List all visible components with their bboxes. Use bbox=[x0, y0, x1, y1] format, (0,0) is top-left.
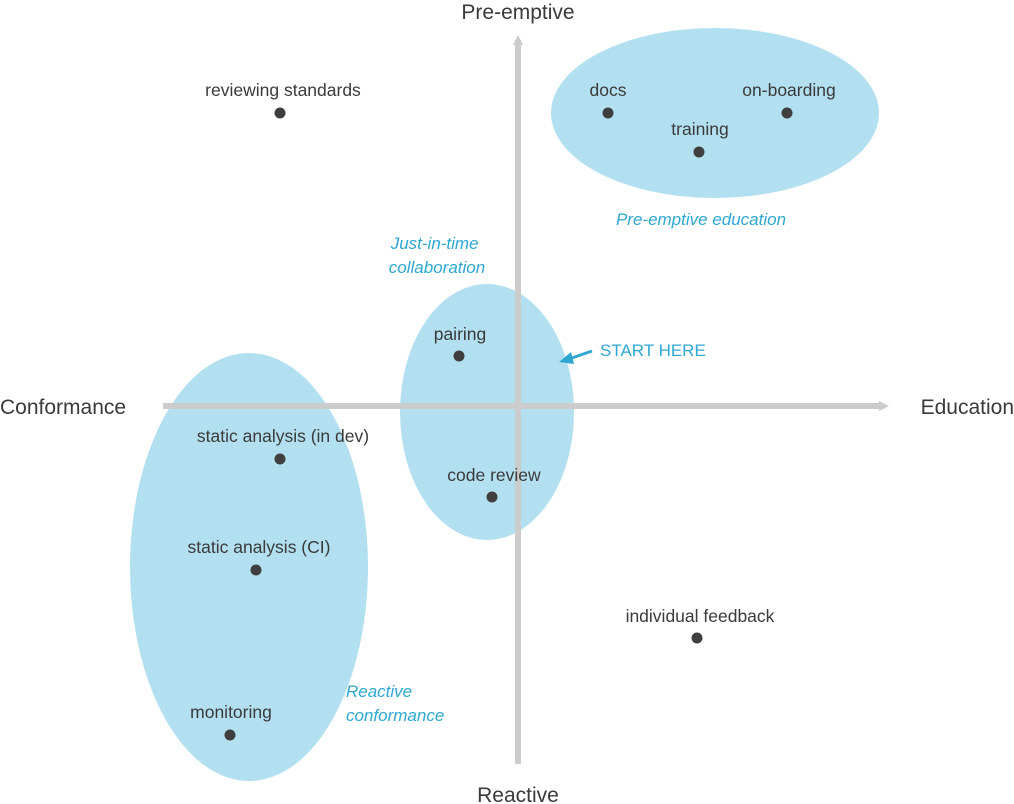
point-dot-static-analysis-ci bbox=[250, 564, 262, 576]
point-label-static-analysis-dev: static analysis (in dev) bbox=[197, 426, 369, 446]
point-dot-static-analysis-dev bbox=[274, 453, 286, 465]
point-dot-on-boarding bbox=[781, 107, 793, 119]
point-dot-code-review bbox=[486, 491, 498, 503]
point-label-docs: docs bbox=[590, 80, 627, 100]
point-dot-reviewing-standards bbox=[274, 107, 286, 119]
ellipse-reactive-conformance bbox=[130, 353, 368, 781]
point-label-on-boarding: on-boarding bbox=[742, 80, 835, 100]
axis-label-right: Education bbox=[921, 396, 1014, 419]
arrow-pointer-icon bbox=[559, 349, 593, 364]
group-ellipses bbox=[130, 28, 879, 781]
point-dot-docs bbox=[602, 107, 614, 119]
point-labels: reviewing standards docs on-boarding tra… bbox=[188, 80, 836, 722]
ellipse-pre-emptive-education bbox=[551, 28, 879, 198]
point-label-code-review: code review bbox=[447, 465, 541, 485]
start-here-label: START HERE bbox=[600, 341, 706, 360]
point-label-static-analysis-ci: static analysis (CI) bbox=[188, 537, 331, 557]
axis-label-top: Pre-emptive bbox=[461, 1, 574, 24]
axis-label-left: Conformance bbox=[0, 396, 126, 419]
group-labels: Pre-emptive education Just-in-time colla… bbox=[346, 210, 786, 725]
point-dots bbox=[224, 107, 793, 741]
point-label-individual-feedback: individual feedback bbox=[626, 606, 775, 626]
point-label-monitoring: monitoring bbox=[190, 702, 272, 722]
point-label-pairing: pairing bbox=[434, 324, 487, 344]
group-label-pre-emptive-education: Pre-emptive education bbox=[616, 210, 786, 229]
point-label-training: training bbox=[671, 119, 728, 139]
point-label-reviewing-standards: reviewing standards bbox=[205, 80, 361, 100]
group-label-just-in-time-collaboration: Just-in-time collaboration bbox=[389, 234, 485, 277]
axis-label-bottom: Reactive bbox=[477, 784, 559, 804]
point-dot-monitoring bbox=[224, 729, 236, 741]
point-dot-individual-feedback bbox=[691, 632, 703, 644]
axes bbox=[163, 35, 889, 764]
point-dot-pairing bbox=[453, 350, 465, 362]
point-dot-training bbox=[693, 146, 705, 158]
start-here-callout: START HERE bbox=[559, 341, 706, 364]
group-label-reactive-conformance: Reactive conformance bbox=[346, 682, 444, 725]
ellipse-just-in-time-collaboration bbox=[400, 284, 574, 540]
